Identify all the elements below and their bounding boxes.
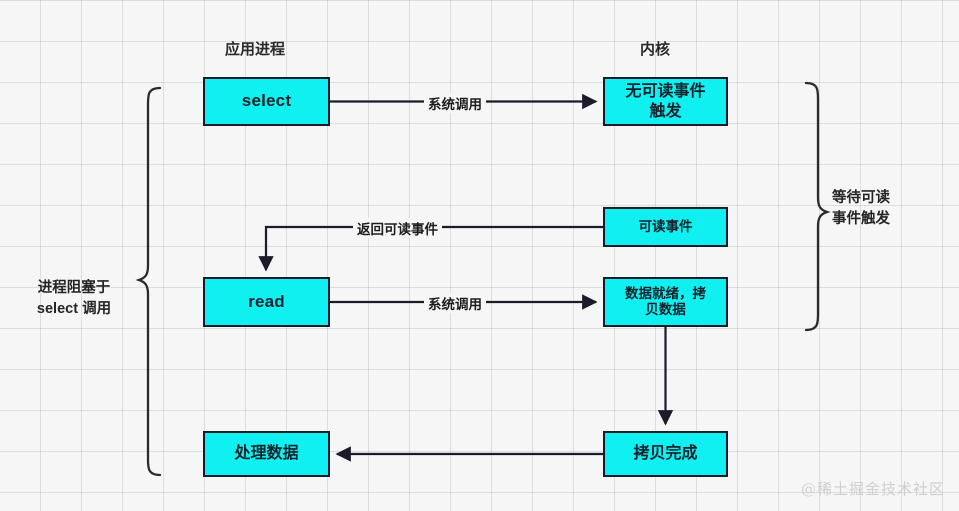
- node-readable-event-label: 可读事件: [638, 218, 693, 234]
- node-process-data[interactable]: 处理数据: [203, 431, 330, 477]
- left-brace: [135, 86, 162, 477]
- node-select[interactable]: select: [203, 77, 330, 126]
- node-select-label: select: [241, 91, 292, 111]
- edge-label-read-syscall: 系统调用: [424, 293, 486, 313]
- edge-label-select-syscall: 系统调用: [424, 93, 486, 113]
- node-copy-done-label: 拷贝完成: [633, 445, 698, 463]
- right-brace: [804, 81, 831, 332]
- node-no-readable-event-label: 无可读事件 触发: [625, 82, 706, 120]
- node-data-ready[interactable]: 数据就绪，拷 贝数据: [603, 277, 728, 327]
- node-readable-event[interactable]: 可读事件: [603, 207, 728, 247]
- column-header-app-process: 应用进程: [225, 41, 286, 58]
- node-process-data-label: 处理数据: [234, 445, 299, 463]
- node-data-ready-label: 数据就绪，拷 贝数据: [625, 285, 706, 317]
- edge-event-return: [258, 225, 603, 272]
- column-header-kernel: 内核: [640, 41, 671, 58]
- left-brace-label: 进程阻塞于 select 调用: [36, 280, 112, 318]
- right-brace-label: 等待可读 事件触发: [832, 190, 890, 228]
- watermark: @稀土掘金技术社区: [800, 480, 945, 498]
- node-read[interactable]: read: [203, 277, 330, 327]
- node-no-readable-event[interactable]: 无可读事件 触发: [603, 77, 728, 126]
- edge-label-event-return: 返回可读事件: [353, 218, 442, 238]
- node-copy-done[interactable]: 拷贝完成: [603, 431, 728, 477]
- node-read-label: read: [248, 291, 285, 311]
